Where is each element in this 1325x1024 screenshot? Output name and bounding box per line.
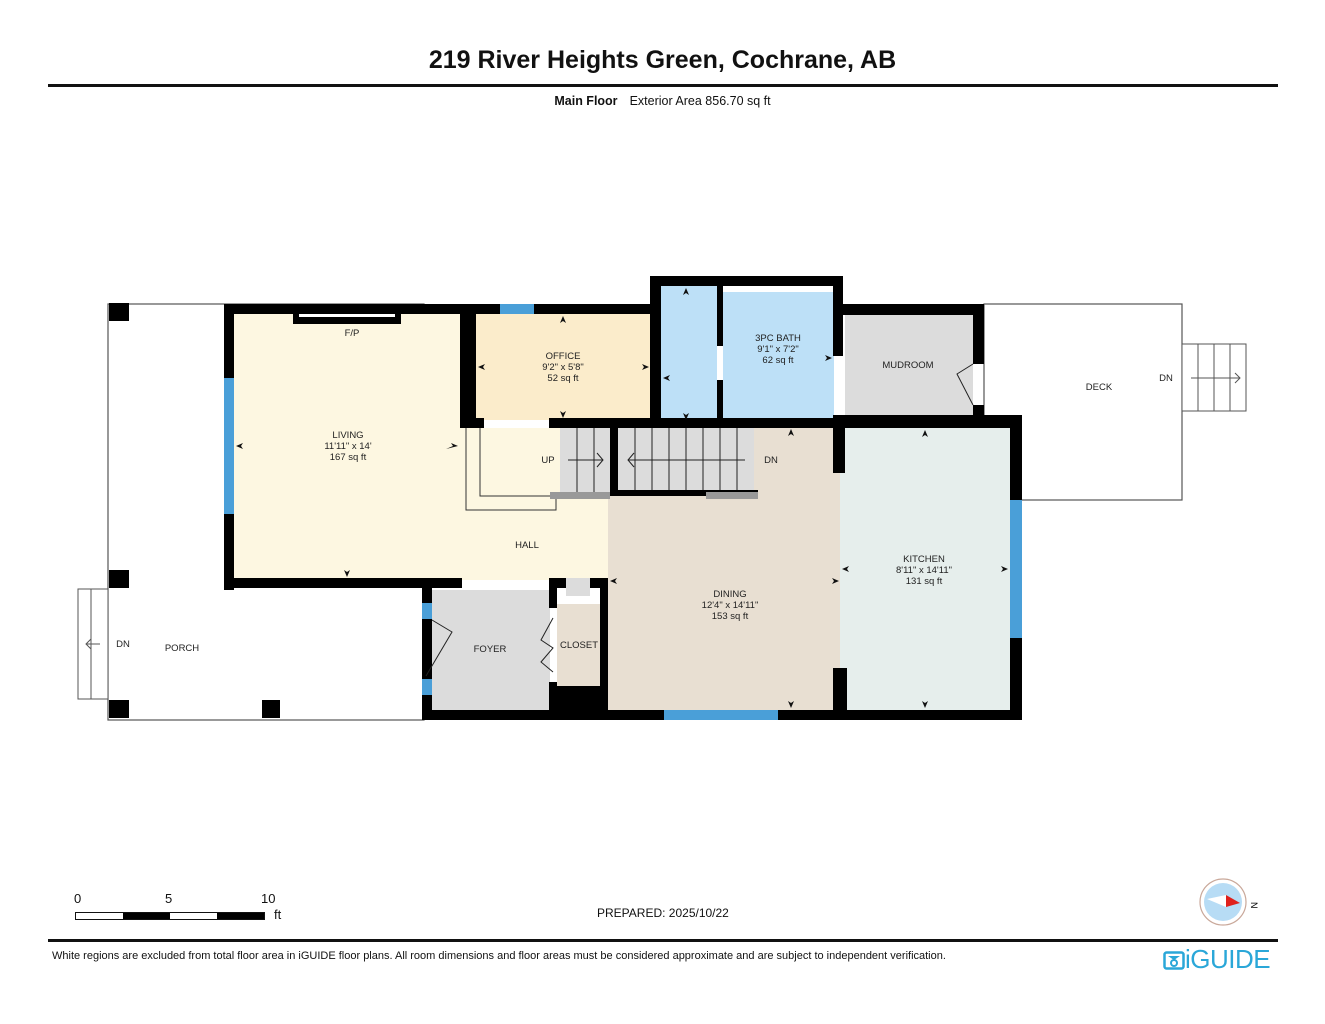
iguide-camera-icon bbox=[1163, 950, 1185, 970]
scale-unit: ft bbox=[274, 907, 282, 922]
closet-name: CLOSET bbox=[560, 640, 598, 651]
office-dims: 9'2" x 5'8" bbox=[542, 362, 584, 373]
floor-name: Main Floor bbox=[554, 94, 618, 108]
bath-name: 3PC BATH bbox=[755, 333, 801, 344]
kitchen bbox=[840, 428, 1010, 710]
deck-name: DECK bbox=[1086, 382, 1113, 393]
living-room bbox=[234, 314, 464, 580]
staircase bbox=[465, 428, 758, 511]
mudroom-door bbox=[956, 363, 974, 406]
kitchen-dims: 8'11" x 14'11" bbox=[896, 565, 952, 576]
living-area: 167 sq ft bbox=[330, 452, 367, 463]
deck-stairs-label: DN bbox=[1159, 373, 1173, 384]
living-dims: 11'11" x 14' bbox=[324, 441, 372, 452]
dining-area: 153 sq ft bbox=[712, 611, 749, 622]
compass-north-label: N bbox=[1249, 902, 1259, 909]
disclaimer: White regions are excluded from total fl… bbox=[52, 950, 946, 962]
deck bbox=[983, 303, 1247, 501]
bath-area: 62 sq ft bbox=[762, 355, 794, 366]
office-area: 52 sq ft bbox=[547, 373, 579, 384]
bathroom bbox=[723, 292, 834, 427]
stairs-up-label: UP bbox=[541, 455, 554, 466]
hall-name: HALL bbox=[515, 540, 539, 551]
exterior-area: Exterior Area 856.70 sq ft bbox=[629, 94, 771, 108]
fireplace-label: F/P bbox=[345, 328, 360, 339]
scale-tick-10: 10 bbox=[261, 891, 276, 906]
closet bbox=[557, 604, 600, 686]
prepared-date: PREPARED: 2025/10/22 bbox=[597, 906, 729, 920]
mudroom-name: MUDROOM bbox=[882, 360, 933, 371]
office-name: OFFICE bbox=[546, 351, 581, 362]
bath-closet bbox=[661, 286, 717, 421]
bath-dims: 9'1" x 7'2" bbox=[757, 344, 799, 355]
floor-info: Main Floor Exterior Area 856.70 sq ft bbox=[0, 94, 1325, 108]
foyer bbox=[432, 590, 550, 710]
iguide-brand-text: iGUIDE bbox=[1185, 944, 1271, 974]
header-divider bbox=[48, 84, 1278, 87]
iguide-logo: iGUIDE bbox=[1163, 944, 1271, 975]
closet-door bbox=[540, 617, 554, 673]
stairs-down-label: DN bbox=[764, 455, 778, 466]
footer-divider bbox=[48, 939, 1278, 942]
porch-name: PORCH bbox=[165, 643, 199, 654]
foyer-name: FOYER bbox=[474, 644, 507, 655]
dining-dims: 12'4" x 14'11" bbox=[702, 600, 759, 611]
living-name: LIVING bbox=[332, 430, 363, 441]
kitchen-area: 131 sq ft bbox=[906, 576, 943, 587]
scale-tick-5: 5 bbox=[165, 891, 173, 906]
dimension-arrows bbox=[236, 288, 1008, 708]
dining-name: DINING bbox=[713, 589, 746, 600]
front-door bbox=[425, 619, 453, 677]
kitchen-name: KITCHEN bbox=[903, 554, 945, 565]
scale-tick-0: 0 bbox=[74, 891, 82, 906]
windows bbox=[224, 304, 1022, 720]
compass-icon: N bbox=[1199, 878, 1259, 926]
property-address-title: 219 River Heights Green, Cochrane, AB bbox=[428, 46, 897, 74]
porch-stairs-label: DN bbox=[116, 639, 130, 650]
office bbox=[476, 314, 651, 420]
mudroom bbox=[845, 315, 973, 415]
